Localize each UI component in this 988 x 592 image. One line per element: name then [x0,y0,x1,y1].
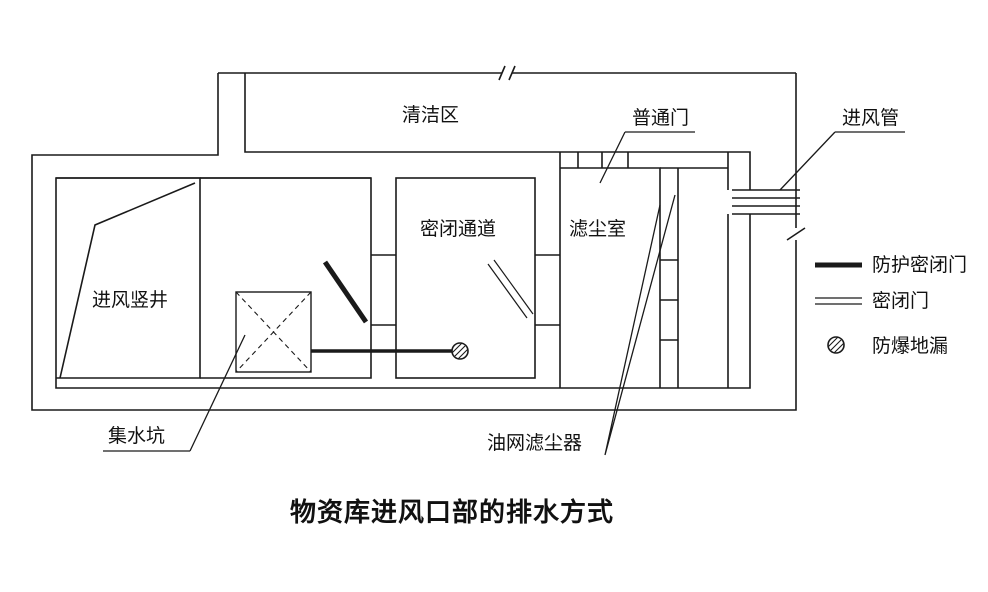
legend-double-line-symbol [815,297,862,305]
protective-airtight-door [322,260,369,324]
legend-blast-drain-symbol [827,336,845,354]
label-dust-filter-room: 滤尘室 [569,218,627,240]
label-airtight-passage: 密闭通道 [420,218,497,240]
sump-pit-symbol [235,291,312,373]
dust-filter-room [559,152,728,388]
legend-label-airtight-door: 密闭门 [872,290,930,312]
label-ordinary-door: 普通门 [632,107,690,129]
blast-floor-drain-symbol [451,342,469,360]
legend-symbols [815,262,862,354]
diagram-title: 物资库进风口部的排水方式 [290,498,615,528]
leader-lines [103,131,905,456]
label-clean-area: 清洁区 [402,104,460,126]
intake-pipe-symbol [732,189,800,215]
legend-label-blast-floor-drain: 防爆地漏 [872,335,949,357]
label-intake-pipe: 进风管 [842,107,900,129]
legend-label-protective-airtight-door: 防护密闭门 [872,254,968,276]
label-sump-pit: 集水坑 [108,425,166,447]
airtight-passage-room [371,177,560,379]
label-oil-net-filter: 油网滤尘器 [487,432,583,454]
outer-wall [31,65,806,411]
airtight-door [487,259,534,319]
intake-shaft-room [56,177,372,379]
label-intake-shaft: 进风竖井 [92,289,169,311]
